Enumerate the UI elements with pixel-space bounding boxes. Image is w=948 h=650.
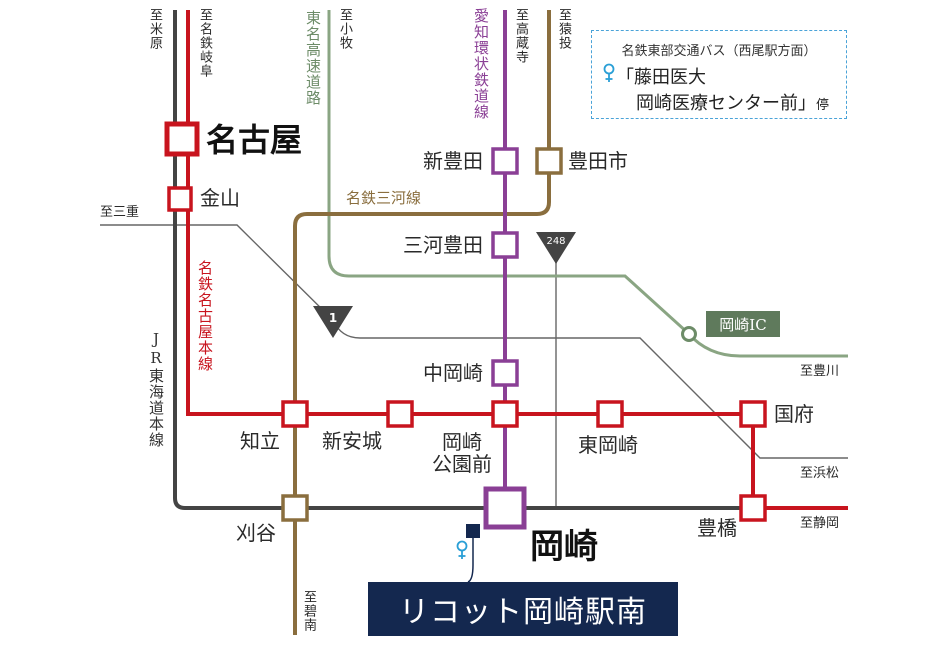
direction-hamamatsu: 至浜松 bbox=[800, 466, 840, 481]
station-toyohashi: 豊橋 bbox=[697, 516, 737, 540]
bus-stop-name-line2: 岡崎医療センター前」停 bbox=[636, 89, 829, 115]
direction-meitetsu-gifu: 至名鉄岐阜 bbox=[197, 8, 212, 78]
bus-stop-suffix: 停 bbox=[816, 98, 830, 113]
station-marker-kariya bbox=[281, 494, 309, 522]
station-marker-okazaki-koenmae bbox=[491, 400, 519, 428]
direction-sanage: 至猿投 bbox=[556, 8, 571, 50]
station-marker-shin-toyota bbox=[491, 147, 519, 175]
station-shin-anjo: 新安城 bbox=[322, 429, 382, 453]
direction-takakura: 至高蔵寺 bbox=[513, 8, 528, 64]
property-name-banner: リコット岡崎駅南 bbox=[368, 582, 678, 636]
station-kanayama: 金山 bbox=[200, 186, 240, 210]
station-okazaki: 岡崎 bbox=[530, 527, 598, 567]
station-marker-shin-anjo bbox=[386, 400, 414, 428]
label-aichi-loop: 愛知環状鉄道線 bbox=[472, 8, 490, 120]
meitetsu-mikawa-line bbox=[293, 10, 551, 635]
station-marker-kanayama bbox=[167, 186, 193, 212]
tomei-expressway-line bbox=[327, 10, 848, 358]
station-kariya: 刈谷 bbox=[236, 521, 276, 545]
jr-tokaido-line bbox=[173, 10, 848, 510]
station-mikawa-toyota: 三河豊田 bbox=[403, 233, 483, 257]
direction-toyokawa: 至豊川 bbox=[800, 364, 840, 379]
station-marker-toyotashi bbox=[535, 147, 563, 175]
label-tomei-expressway: 東名高速道路 bbox=[304, 10, 322, 106]
direction-hekinan: 至碧南 bbox=[301, 590, 316, 632]
direction-komaki: 至小牧 bbox=[337, 8, 352, 50]
direction-shizuoka: 至静岡 bbox=[800, 516, 840, 531]
station-marker-chiryu bbox=[281, 400, 309, 428]
route-248-number: 248 bbox=[546, 236, 566, 247]
okazaki-ic-node bbox=[681, 326, 697, 342]
station-marker-higashi-okazaki bbox=[596, 400, 624, 428]
bus-stop-pin-icon bbox=[603, 63, 615, 82]
route-1-number: 1 bbox=[328, 311, 338, 325]
label-meitetsu-mikawa: 名鉄三河線 bbox=[346, 189, 422, 207]
station-marker-nagoya bbox=[164, 121, 200, 157]
bus-stop-name-line2-text: 岡崎医療センター前」 bbox=[636, 93, 816, 114]
direction-maibara: 至米原 bbox=[147, 8, 162, 50]
property-leader-line bbox=[467, 538, 474, 583]
label-meitetsu-main: 名鉄名古屋本線 bbox=[196, 260, 214, 372]
station-marker-kou bbox=[739, 400, 767, 428]
bus-stop-info-box: 名鉄東部交通バス（西尾駅方面） 「藤田医大 岡崎医療センター前」停 bbox=[591, 30, 847, 119]
station-higashi-okazaki: 東岡崎 bbox=[578, 433, 638, 457]
station-marker-okazaki bbox=[483, 486, 527, 530]
label-jr-tokaido: JR東海道本線 bbox=[147, 330, 165, 448]
station-chiryu: 知立 bbox=[240, 429, 280, 453]
station-shin-toyota: 新豊田 bbox=[423, 149, 483, 173]
station-nagoya: 名古屋 bbox=[206, 121, 303, 159]
station-kou: 国府 bbox=[774, 402, 814, 426]
station-marker-toyohashi bbox=[739, 494, 767, 522]
route-248-shield bbox=[536, 232, 576, 264]
station-toyotashi: 豊田市 bbox=[568, 149, 628, 173]
okazaki-ic-badge: 岡崎IC bbox=[706, 311, 780, 337]
station-naka-okazaki: 中岡崎 bbox=[423, 361, 483, 385]
direction-mie: 至三重 bbox=[100, 205, 140, 220]
property-square-marker bbox=[466, 524, 480, 538]
bus-caption: 名鉄東部交通バス（西尾駅方面） bbox=[621, 44, 817, 59]
route-1-shield bbox=[313, 306, 353, 338]
station-marker-mikawa-toyota bbox=[491, 231, 519, 259]
bus-stop-pin-icon bbox=[456, 540, 468, 559]
station-marker-naka-okazaki bbox=[491, 359, 519, 387]
station-okazaki-koenmae: 岡崎 公園前 bbox=[432, 430, 492, 476]
bus-stop-name-line1: 「藤田医大 bbox=[616, 67, 706, 88]
